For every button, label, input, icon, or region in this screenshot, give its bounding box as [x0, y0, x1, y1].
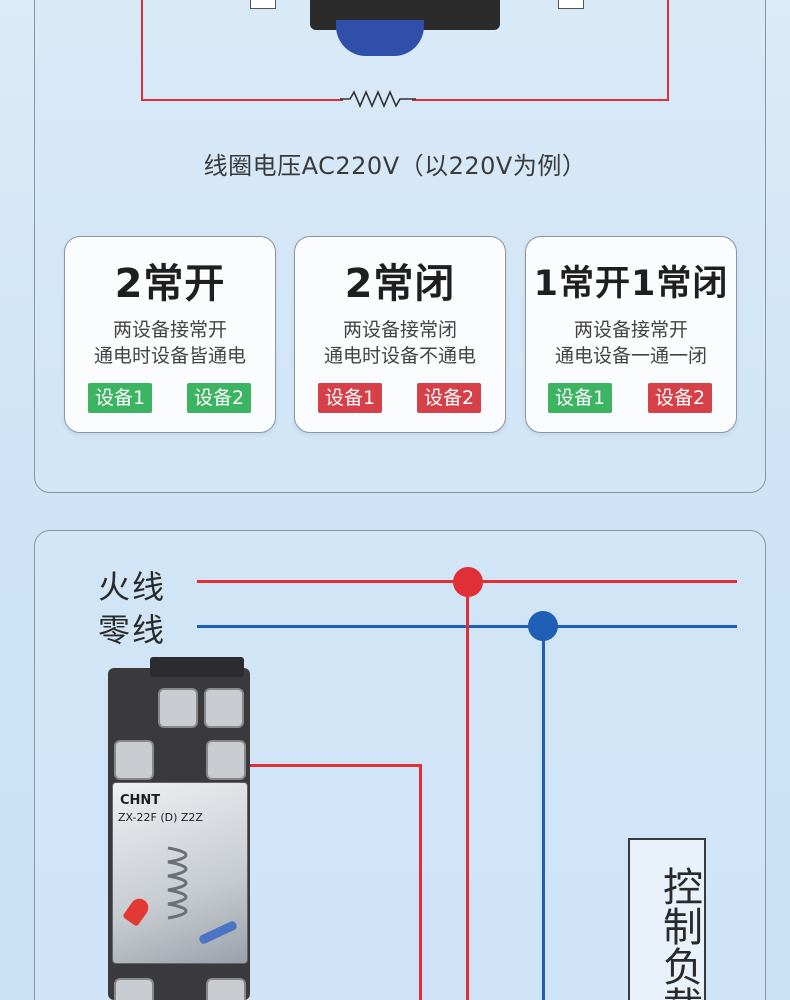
card-desc-line2: 通电设备一通一闭	[554, 345, 707, 367]
control-load-label: 控制负载	[656, 866, 702, 1000]
relay-coil-spring-icon	[167, 846, 188, 920]
coil-wire-left	[141, 0, 143, 101]
coil-wire-bottom-right	[412, 99, 669, 101]
card-desc-line1: 两设备接常开	[573, 319, 688, 341]
relay-model: ZX-22F (D) Z2Z	[118, 811, 203, 824]
screw-terminal	[114, 978, 154, 1000]
coil-wire-right	[667, 0, 669, 101]
card-title: 1常开1常闭	[533, 264, 729, 304]
control-load-box: 控制负载	[628, 838, 706, 1000]
relay-output-wire-v	[419, 764, 422, 1000]
card-desc-line1: 两设备接常开	[112, 319, 227, 341]
screw-terminal	[158, 688, 198, 728]
device-1-badge: 设备1	[318, 383, 383, 413]
resistor-icon	[340, 89, 416, 108]
terminal-marker-right	[558, 0, 584, 9]
neutral-wire-label: 零线	[98, 611, 167, 649]
card-desc-line1: 两设备接常闭	[342, 319, 457, 341]
card-title: 2常闭	[344, 261, 456, 307]
relay-output-wire-h	[228, 764, 422, 767]
neutral-drop-wire	[542, 626, 545, 1000]
live-drop-wire	[466, 582, 469, 1000]
card-1-open-1-closed: 1常开1常闭 两设备接常开 通电设备一通一闭 设备1 设备2	[525, 236, 737, 433]
live-junction-dot	[453, 567, 483, 597]
neutral-junction-dot	[528, 611, 558, 641]
relay-brand: CHNT	[120, 793, 161, 808]
live-wire-label: 火线	[98, 568, 167, 606]
relay-top-terminals	[150, 657, 244, 677]
coil-voltage-caption: 线圈电压AC220V（以220V为例）	[203, 152, 587, 180]
screw-terminal	[206, 740, 246, 780]
screw-terminal	[114, 740, 154, 780]
device-1-badge: 设备1	[548, 383, 613, 413]
device-2-badge: 设备2	[417, 383, 482, 413]
screw-terminal	[206, 978, 246, 1000]
card-desc-line2: 通电时设备不通电	[323, 345, 476, 367]
card-2-normally-closed: 2常闭 两设备接常闭 通电时设备不通电 设备1 设备2	[294, 236, 506, 433]
coil-wire-bottom-left	[141, 99, 343, 101]
device-2-badge: 设备2	[648, 383, 713, 413]
device-1-badge: 设备1	[88, 383, 153, 413]
device-2-badge: 设备2	[187, 383, 252, 413]
card-title: 2常开	[114, 261, 226, 307]
relay-blue-knob	[336, 20, 424, 56]
card-desc-line2: 通电时设备皆通电	[93, 345, 246, 367]
screw-terminal	[204, 688, 244, 728]
card-2-normally-open: 2常开 两设备接常开 通电时设备皆通电 设备1 设备2	[64, 236, 276, 433]
terminal-marker-left	[250, 0, 276, 9]
